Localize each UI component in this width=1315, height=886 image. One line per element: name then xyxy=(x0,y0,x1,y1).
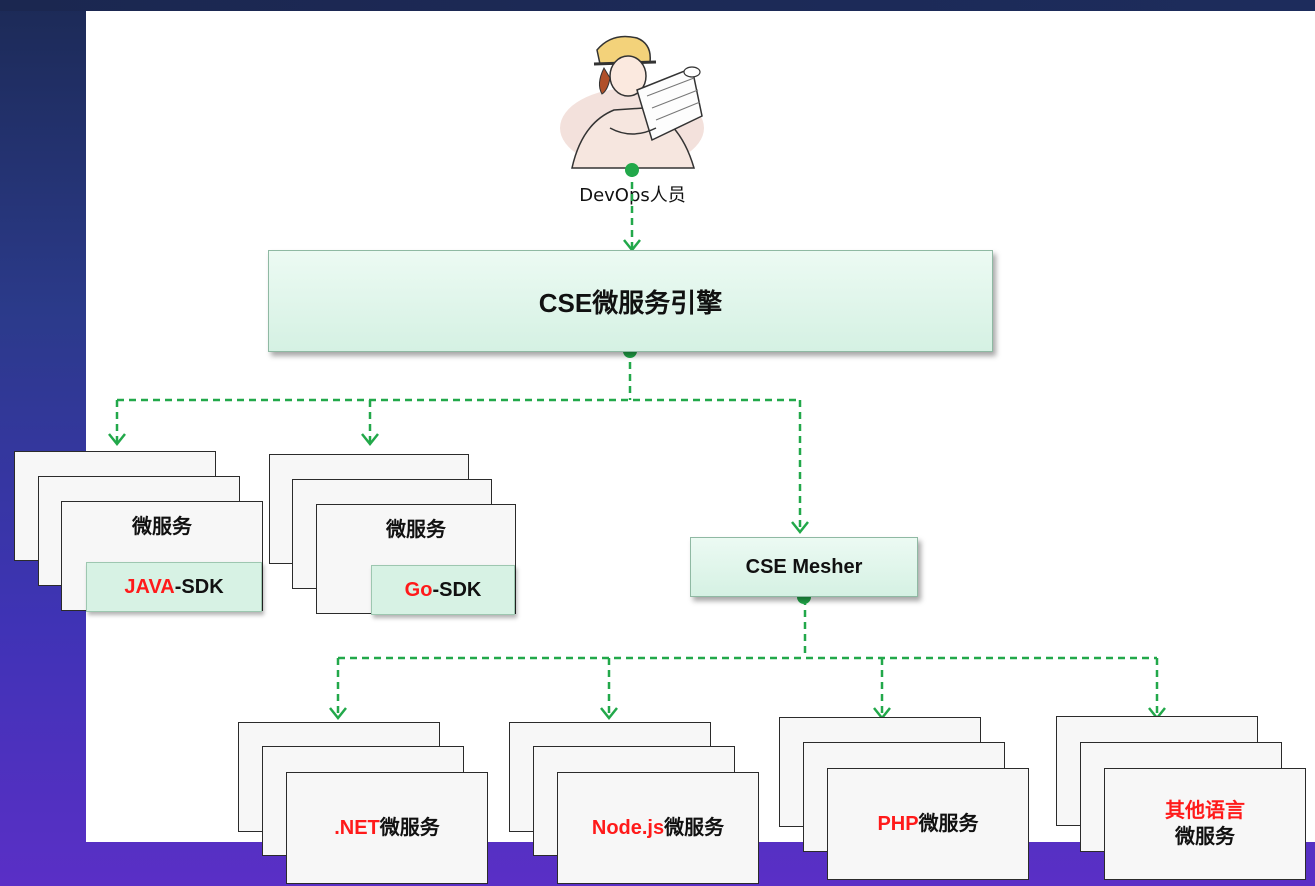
dotnet-microservice-card: .NET微服务 xyxy=(286,772,488,884)
java-sdk-highlight: JAVA xyxy=(124,575,175,598)
cse-mesher-label: CSE Mesher xyxy=(745,555,863,578)
dotnet-highlight: .NET xyxy=(334,817,380,839)
other-language-microservice-card: 其他语言 微服务 xyxy=(1104,768,1306,880)
java-sdk-suffix: -SDK xyxy=(174,575,224,598)
dotnet-suffix: 微服务 xyxy=(379,817,440,839)
cse-engine-box: CSE微服务引擎 xyxy=(268,250,993,352)
php-highlight: PHP xyxy=(877,813,919,835)
slide-top-band xyxy=(0,0,1315,11)
nodejs-highlight: Node.js xyxy=(591,817,665,839)
go-sdk-box: Go-SDK xyxy=(371,565,515,615)
nodejs-microservice-card: Node.js微服务 xyxy=(557,772,759,884)
nodejs-suffix: 微服务 xyxy=(664,817,725,839)
java-sdk-box: JAVA-SDK xyxy=(86,562,262,612)
php-suffix: 微服务 xyxy=(918,813,979,835)
other-language-highlight: 其他语言 xyxy=(1165,800,1245,822)
engineer-with-blueprints-icon xyxy=(560,35,704,169)
php-microservice-card: PHP微服务 xyxy=(827,768,1029,880)
other-language-suffix: 微服务 xyxy=(1175,826,1235,848)
java-microservice-title: 微服务 xyxy=(132,516,192,538)
go-sdk-highlight: Go xyxy=(404,578,433,601)
cse-engine-label: CSE微服务引擎 xyxy=(538,287,723,318)
diagram-canvas xyxy=(86,11,1315,842)
cse-mesher-box: CSE Mesher xyxy=(690,537,918,597)
go-sdk-suffix: -SDK xyxy=(432,578,482,601)
go-microservice-title: 微服务 xyxy=(386,519,446,541)
